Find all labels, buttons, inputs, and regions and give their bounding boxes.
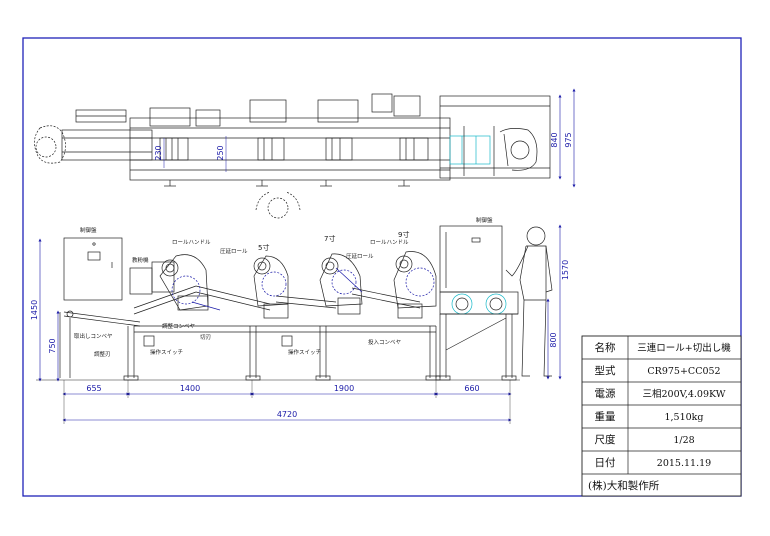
roll-stand-3: [319, 253, 363, 315]
plan-roll-unit-4: [371, 93, 429, 161]
flour-feeder: [129, 267, 153, 295]
label-size-7: 7寸: [324, 234, 335, 243]
control-panel-left: [63, 237, 123, 301]
front-labels: 制御盤 制御盤 教粉機 ロールハンドル ロールハンドル 圧延ロール 圧延ロール …: [74, 216, 493, 358]
dim-660: 660: [464, 384, 479, 393]
operator-bottom-top-icon: [255, 191, 301, 219]
front-dimension-texts: 1450 750 1570 800 655 1400 1900 660 4720: [30, 260, 570, 419]
label-size-5: 5寸: [258, 243, 269, 252]
dim-1900: 1900: [334, 384, 354, 393]
dim-800: 800: [549, 332, 558, 347]
tb-label-power: 電源: [595, 387, 616, 400]
plan-dim-250: 250: [216, 145, 225, 160]
plan-dim-230: 230: [154, 145, 163, 160]
front-dimensions: [36, 224, 562, 424]
plan-dim-975: 975: [564, 132, 573, 147]
dim-655: 655: [86, 384, 101, 393]
plan-dim-840: 840: [550, 132, 559, 147]
dim-1450: 1450: [30, 300, 39, 320]
dim-1570: 1570: [561, 260, 570, 280]
tb-value-weight: 1,510kg: [664, 412, 703, 423]
label-control-panel-right: 制御盤: [476, 216, 493, 224]
plan-dimensions: 840 975 230 250: [154, 88, 576, 188]
tb-value-model: CR975+CC052: [647, 366, 720, 377]
tb-label-model: 型式: [595, 364, 616, 377]
label-size-9: 9寸: [398, 230, 409, 239]
plan-roll-unit-3: [317, 99, 359, 161]
operator-right-top-icon: [499, 128, 538, 171]
label-roll-handle-2: ロールハンドル: [370, 240, 409, 246]
tb-value-scale: 1/28: [673, 435, 694, 446]
label-adjust-blade: 調整刃: [94, 350, 111, 358]
label-pressure-roll-2: 圧延ロール: [346, 252, 374, 260]
title-block: 名称 三連ロール+切出し機 型式 CR975+CC052 電源 三相200V,4…: [581, 335, 742, 497]
plan-view: [34, 93, 551, 219]
label-op-switch-2: 操作スイッチ: [288, 348, 321, 356]
operator-standing-icon: [505, 226, 553, 377]
roll-stand-2: [253, 255, 289, 319]
roll-stand-4: [393, 251, 437, 319]
label-op-switch-1: 操作スイッチ: [150, 348, 183, 356]
label-outlet-conveyor: 取出しコンベヤ: [74, 332, 113, 340]
cutter-unit-front: [435, 291, 519, 381]
tb-label-date: 日付: [595, 456, 616, 469]
tb-label-weight: 重量: [595, 410, 616, 423]
label-control-panel-left: 制御盤: [80, 226, 97, 234]
tb-label-name: 名称: [595, 341, 616, 354]
label-pressure-roll-1: 圧延ロール: [220, 247, 248, 255]
tb-company: (株)大和製作所: [588, 479, 660, 492]
tb-value-power: 三相200V,4.09KW: [642, 388, 725, 400]
plan-roll-unit-2: [249, 99, 287, 161]
dim-1400: 1400: [180, 384, 200, 393]
cutter-unit-cyan: [449, 135, 491, 165]
tb-value-name: 三連ロール+切出し機: [637, 342, 731, 354]
label-flour-feeder: 教粉機: [132, 256, 149, 264]
label-adjust-conveyor: 調整コンベヤ: [162, 322, 196, 330]
label-cutter: 切刃: [200, 334, 211, 341]
tb-label-scale: 尺度: [595, 433, 616, 446]
operator-left-top-icon: [34, 125, 66, 164]
dim-4720: 4720: [277, 410, 297, 419]
roll-stand-1: [159, 254, 221, 311]
plan-roll-unit-1: [149, 107, 221, 161]
sheet-border: [22, 37, 742, 497]
label-inlet-conveyor: 投入コンベヤ: [368, 338, 402, 346]
label-roll-handle-1: ロールハンドル: [172, 240, 211, 246]
front-view: [59, 225, 553, 381]
tb-value-date: 2015.11.19: [657, 458, 711, 469]
control-panel-right: [439, 225, 503, 293]
dim-750: 750: [48, 338, 57, 353]
